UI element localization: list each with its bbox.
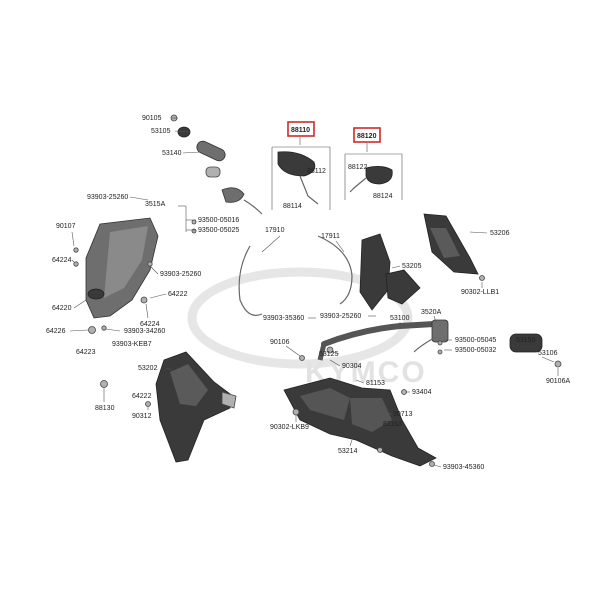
label-64222-b: 64222 xyxy=(132,393,152,400)
label-93903-45360: 93903-45360 xyxy=(443,464,484,471)
boxed-label-88120: 88120 xyxy=(357,133,377,140)
label-93404: 93404 xyxy=(412,389,432,396)
highlight-box-88110 xyxy=(287,121,315,137)
label-93500-05032: 93500-05032 xyxy=(455,347,496,354)
label-88122: 88122 xyxy=(348,164,368,171)
brake-cable-left xyxy=(238,245,263,316)
label-53205: 53205 xyxy=(402,263,422,270)
label-88112: 88112 xyxy=(307,168,326,175)
label-17911: 17911 xyxy=(321,233,340,240)
label-53125: 53125 xyxy=(319,351,339,358)
leader-lines xyxy=(69,196,559,468)
label-90302-LKB9: 90302-LKB9 xyxy=(270,424,309,431)
label-93500-05025: 93500-05025 xyxy=(198,227,239,234)
label-88124: 88124 xyxy=(373,193,393,200)
label-90107: 90107 xyxy=(56,223,76,230)
label-64224-b: 64224 xyxy=(140,321,160,328)
label-53150: 53150 xyxy=(516,337,536,344)
label-90312: 90312 xyxy=(132,413,152,420)
label-93903-25260-c: 93903-25260 xyxy=(320,313,361,320)
highlight-box-88120 xyxy=(353,127,381,143)
label-53140: 53140 xyxy=(162,150,182,157)
label-53105: 53105 xyxy=(151,128,171,135)
label-90105: 90105 xyxy=(142,115,162,122)
label-93903-34260: 93903-34260 xyxy=(124,328,165,335)
label-90106A: 90106A xyxy=(546,378,570,385)
label-93903-35360: 93903-35360 xyxy=(263,315,304,322)
label-3520A: 3520A xyxy=(421,309,442,316)
windscreen-part xyxy=(85,217,159,319)
label-93500-05045: 93500-05045 xyxy=(455,337,496,344)
label-81153: 81153 xyxy=(366,380,385,387)
label-53202: 53202 xyxy=(138,365,158,372)
right-mirror-part xyxy=(344,143,403,200)
label-64224-a: 64224 xyxy=(52,257,72,264)
label-81163: 81163 xyxy=(383,421,402,428)
label-64226: 64226 xyxy=(46,328,66,335)
handle-cover-part xyxy=(359,213,479,311)
label-64222-a: 64222 xyxy=(168,291,188,298)
label-90304: 90304 xyxy=(342,363,362,370)
label-93500-05016: 93500-05016 xyxy=(198,217,239,224)
label-93903-25260-a: 93903-25260 xyxy=(87,194,128,201)
brake-cable-right xyxy=(317,235,353,305)
label-50713: 50713 xyxy=(393,411,413,418)
throttle-grip-part xyxy=(170,114,263,215)
label-93903-KEB7: 93903-KEB7 xyxy=(112,341,152,348)
front-cover-part xyxy=(155,351,237,463)
label-90106: 90106 xyxy=(270,339,290,346)
fasteners xyxy=(73,219,562,467)
label-93903-25260-b: 93903-25260 xyxy=(160,271,201,278)
lower-cover-part xyxy=(283,377,437,467)
label-3515A: 3515A xyxy=(145,201,166,208)
boxed-label-88110: 88110 xyxy=(291,127,310,134)
label-17910: 17910 xyxy=(265,227,285,234)
label-88130: 88130 xyxy=(95,405,115,412)
label-53206: 53206 xyxy=(490,230,510,237)
label-90302-LLB1: 90302-LLB1 xyxy=(461,289,499,296)
label-53100: 53100 xyxy=(390,315,410,322)
label-53106: 53106 xyxy=(538,350,558,357)
label-88114: 88114 xyxy=(283,203,302,210)
left-mirror-part xyxy=(271,137,331,210)
label-53214: 53214 xyxy=(338,448,358,455)
label-64223: 64223 xyxy=(76,349,96,356)
label-64220: 64220 xyxy=(52,305,72,312)
